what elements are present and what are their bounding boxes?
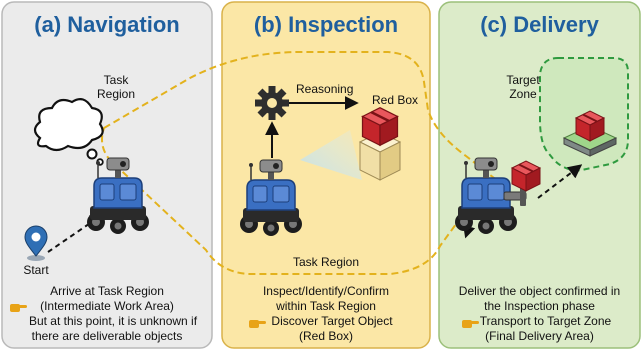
navigation-robot <box>86 157 150 235</box>
reasoning-label: Reasoning <box>296 82 354 96</box>
task-region-label: Task Region <box>96 73 136 101</box>
pointing-hand-icon <box>10 304 27 312</box>
camera-beam <box>300 130 362 180</box>
navigation-panel <box>1 1 213 349</box>
target-zone-label: Target Zone <box>506 73 540 101</box>
panel-title-navigation: (a) Navigation <box>34 12 180 37</box>
carried-box-icon <box>511 160 541 192</box>
task-region-label-bottom: Task Region <box>292 255 360 269</box>
delivered-box-icon <box>575 110 605 142</box>
pointing-hand-icon <box>249 320 266 328</box>
panel-title-inspection: (b) Inspection <box>253 12 399 37</box>
thought-cloud <box>33 97 104 166</box>
caption-inspection: Inspect/Identify/Confirm within Task Reg… <box>262 284 393 343</box>
panel-title-delivery: (c) Delivery <box>480 12 599 37</box>
inspection-robot <box>239 159 303 237</box>
start-label: Start <box>23 263 49 277</box>
pointing-hand-icon <box>462 320 479 328</box>
red-box-icon <box>361 106 399 147</box>
task-region-outline <box>101 51 496 275</box>
caption-navigation: Arrive at Task Region (Intermediate Work… <box>28 284 198 343</box>
start-location-pin-icon <box>24 225 48 261</box>
caption-delivery: Deliver the object confirmed in the Insp… <box>458 284 621 343</box>
red-box-label: Red Box <box>372 93 419 107</box>
reasoning-gear-icon <box>255 86 289 120</box>
